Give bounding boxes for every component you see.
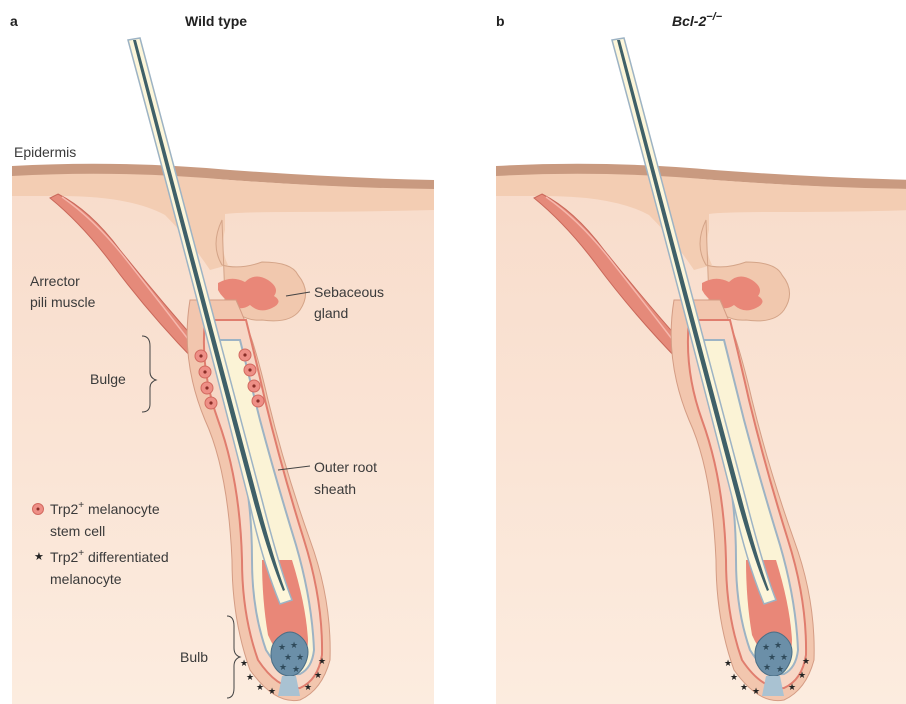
- label-bulge: Bulge: [90, 371, 126, 387]
- label-outer-1: Outer root: [314, 459, 377, 475]
- legend-stem-line1: Trp2+ melanocyte: [50, 500, 160, 517]
- label-bulb: Bulb: [180, 649, 208, 665]
- label-sebaceous-1: Sebaceous: [314, 284, 384, 300]
- panel-a: a Wild type Epidermis Arrector pili musc…: [10, 13, 434, 704]
- label-outer-2: sheath: [314, 481, 356, 497]
- panel-letter-a: a: [10, 13, 18, 29]
- legend-stem-line2: stem cell: [50, 523, 105, 539]
- legend-diff-line1: Trp2+ differentiated: [50, 548, 169, 565]
- label-arrector-2: pili muscle: [30, 294, 96, 310]
- follicle-illustration-b: [496, 38, 906, 704]
- label-epidermis: Epidermis: [14, 144, 76, 160]
- panel-letter-b: b: [496, 13, 505, 29]
- panel-title-a: Wild type: [185, 13, 247, 29]
- follicle-illustration-a: [12, 38, 434, 704]
- panel-title-b: Bcl-2−/−: [672, 11, 723, 29]
- star-legend-icon: ★: [34, 550, 44, 563]
- panel-b: b Bcl-2−/−: [496, 11, 906, 704]
- legend-diff-line2: melanocyte: [50, 571, 122, 587]
- label-sebaceous-2: gland: [314, 305, 348, 321]
- label-arrector-1: Arrector: [30, 273, 80, 289]
